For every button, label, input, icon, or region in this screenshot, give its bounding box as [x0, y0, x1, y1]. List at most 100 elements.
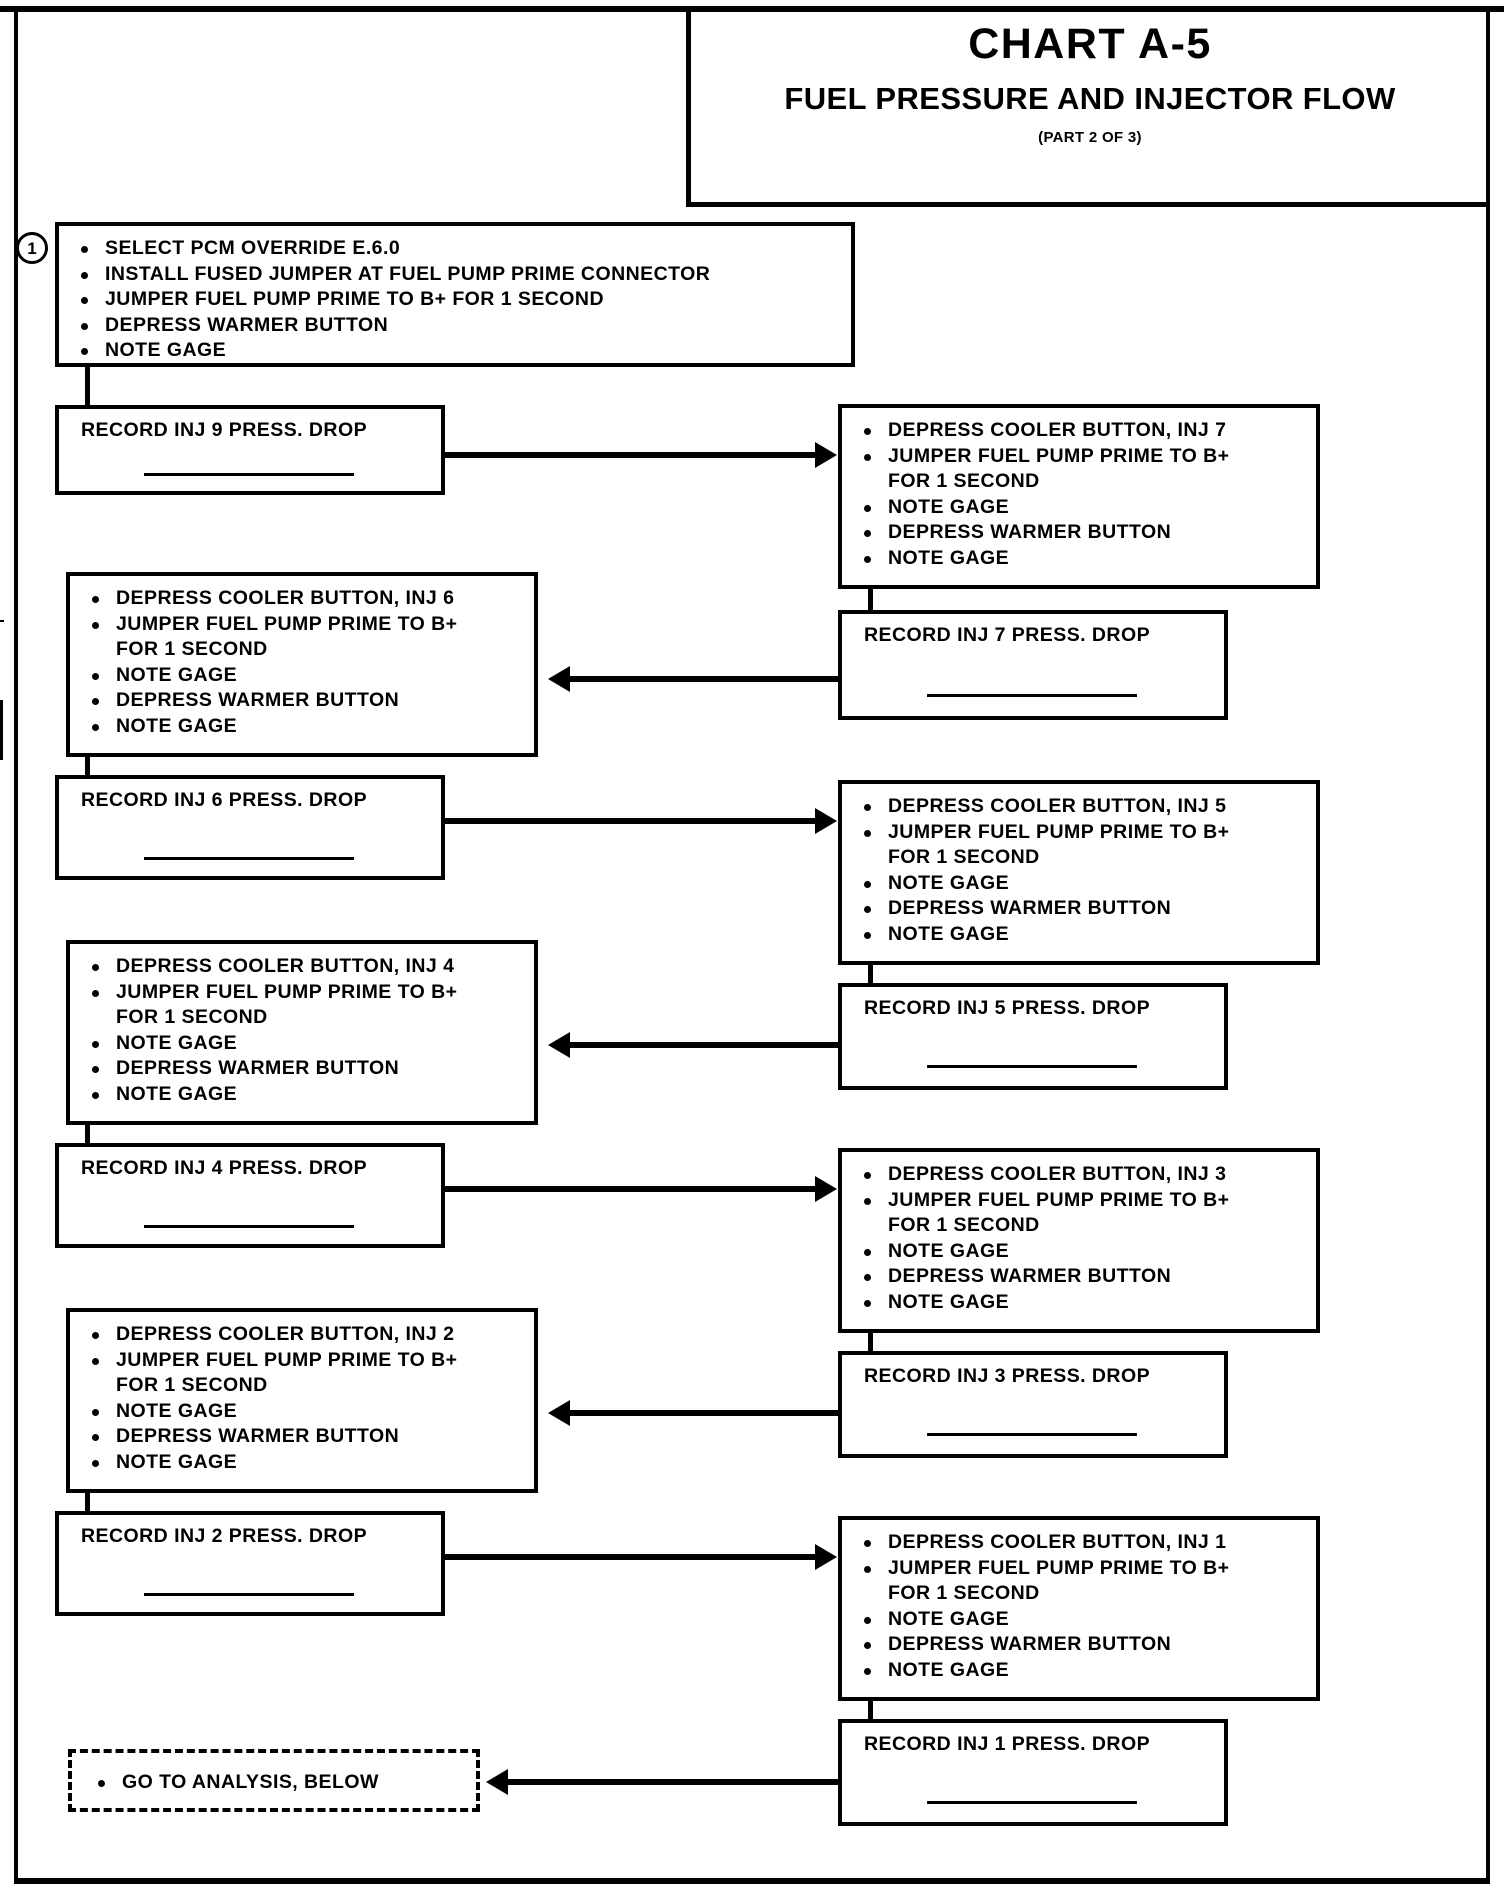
list-item: NOTE GAGE [70, 1399, 534, 1425]
bullet-list: DEPRESS COOLER BUTTON, INJ 1 JUMPER FUEL… [842, 1520, 1316, 1691]
record-label: RECORD INJ 5 PRESS. DROP [864, 997, 1151, 1019]
list-item: NOTE GAGE [842, 922, 1316, 948]
record-box-inj2[interactable]: RECORD INJ 2 PRESS. DROP [55, 1511, 445, 1616]
record-write-line[interactable] [927, 1433, 1137, 1436]
list-item: NOTE GAGE [842, 1290, 1316, 1316]
header-divider-horizontal [686, 202, 1486, 207]
record-box-inj3[interactable]: RECORD INJ 3 PRESS. DROP [838, 1351, 1228, 1458]
record-label: RECORD INJ 9 PRESS. DROP [81, 419, 368, 441]
instruction-box-step1[interactable]: SELECT PCM OVERRIDE E.6.0 INSTALL FUSED … [55, 222, 855, 367]
instruction-box-inj2[interactable]: DEPRESS COOLER BUTTON, INJ 2 JUMPER FUEL… [66, 1308, 538, 1493]
arrowhead-right [815, 808, 837, 834]
connector-inj5-rec5 [868, 965, 873, 987]
bullet-list: DEPRESS COOLER BUTTON, INJ 5 JUMPER FUEL… [842, 784, 1316, 955]
record-label: RECORD INJ 4 PRESS. DROP [81, 1157, 368, 1179]
list-item: DEPRESS WARMER BUTTON [70, 688, 534, 714]
record-box-inj9[interactable]: RECORD INJ 9 PRESS. DROP [55, 405, 445, 495]
list-item: DEPRESS COOLER BUTTON, INJ 1 [842, 1530, 1316, 1556]
record-write-line[interactable] [144, 473, 354, 476]
instruction-box-inj1[interactable]: DEPRESS COOLER BUTTON, INJ 1 JUMPER FUEL… [838, 1516, 1320, 1701]
page-subtitle: FUEL PRESSURE AND INJECTOR FLOW [784, 81, 1396, 117]
list-item-continuation: FOR 1 SECOND [116, 1374, 268, 1396]
list-item: NOTE GAGE [842, 546, 1316, 572]
list-item: SELECT PCM OVERRIDE E.6.0 [59, 236, 851, 262]
connector-rec7-inj6 [570, 676, 840, 682]
connector-inj6-rec6 [85, 757, 90, 779]
connector-inj1-rec1 [868, 1701, 873, 1723]
list-item: JUMPER FUEL PUMP PRIME TO B+ [842, 1556, 1316, 1582]
arrowhead-right [815, 1176, 837, 1202]
record-box-inj5[interactable]: RECORD INJ 5 PRESS. DROP [838, 983, 1228, 1090]
list-item: JUMPER FUEL PUMP PRIME TO B+ [70, 1348, 534, 1374]
list-item-continuation: FOR 1 SECOND [888, 470, 1040, 492]
bullet-list: DEPRESS COOLER BUTTON, INJ 6 JUMPER FUEL… [70, 576, 534, 747]
list-item: NOTE GAGE [842, 1658, 1316, 1684]
record-write-line[interactable] [144, 1225, 354, 1228]
list-item: NOTE GAGE [70, 663, 534, 689]
page-title: CHART A-5 [968, 20, 1212, 68]
list-item: DEPRESS COOLER BUTTON, INJ 3 [842, 1162, 1316, 1188]
record-box-inj6[interactable]: RECORD INJ 6 PRESS. DROP [55, 775, 445, 880]
instruction-box-inj7[interactable]: DEPRESS COOLER BUTTON, INJ 7 JUMPER FUEL… [838, 404, 1320, 589]
arrowhead-left [548, 666, 570, 692]
list-item: JUMPER FUEL PUMP PRIME TO B+ [70, 980, 534, 1006]
list-item: NOTE GAGE [842, 1239, 1316, 1265]
record-write-line[interactable] [927, 1065, 1137, 1068]
record-label: RECORD INJ 2 PRESS. DROP [81, 1525, 368, 1547]
list-item: NOTE GAGE [842, 495, 1316, 521]
edge-tick [0, 700, 3, 760]
connector-rec3-inj2 [570, 1410, 840, 1416]
page-right-frame [1486, 12, 1490, 1880]
header-divider-vertical [686, 8, 691, 206]
record-box-inj4[interactable]: RECORD INJ 4 PRESS. DROP [55, 1143, 445, 1248]
record-write-line[interactable] [144, 1593, 354, 1596]
bullet-list: DEPRESS COOLER BUTTON, INJ 3 JUMPER FUEL… [842, 1152, 1316, 1323]
arrowhead-right [815, 1544, 837, 1570]
record-label: RECORD INJ 3 PRESS. DROP [864, 1365, 1151, 1387]
list-item-continuation: FOR 1 SECOND [116, 638, 268, 660]
instruction-box-inj5[interactable]: DEPRESS COOLER BUTTON, INJ 5 JUMPER FUEL… [838, 780, 1320, 965]
connector-step1-rec9 [85, 367, 90, 409]
list-item: DEPRESS COOLER BUTTON, INJ 5 [842, 794, 1316, 820]
list-item: DEPRESS WARMER BUTTON [59, 313, 851, 339]
list-item: DEPRESS WARMER BUTTON [842, 1632, 1316, 1658]
header-block: CHART A-5 FUEL PRESSURE AND INJECTOR FLO… [700, 20, 1480, 147]
record-write-line[interactable] [927, 1801, 1137, 1804]
record-label: RECORD INJ 6 PRESS. DROP [81, 789, 368, 811]
list-item: JUMPER FUEL PUMP PRIME TO B+ FOR 1 SECON… [59, 287, 851, 313]
record-write-line[interactable] [927, 694, 1137, 697]
connector-inj3-rec3 [868, 1333, 873, 1355]
instruction-box-inj4[interactable]: DEPRESS COOLER BUTTON, INJ 4 JUMPER FUEL… [66, 940, 538, 1125]
instruction-box-inj3[interactable]: DEPRESS COOLER BUTTON, INJ 3 JUMPER FUEL… [838, 1148, 1320, 1333]
list-item: JUMPER FUEL PUMP PRIME TO B+ [842, 820, 1316, 846]
connector-inj4-rec4 [85, 1125, 90, 1147]
record-box-inj7[interactable]: RECORD INJ 7 PRESS. DROP [838, 610, 1228, 720]
connector-rec5-inj4 [570, 1042, 840, 1048]
connector-rec6-inj5 [445, 818, 815, 824]
connector-rec9-inj7 [445, 452, 815, 458]
connector-rec4-inj3 [445, 1186, 815, 1192]
terminal-box-analysis[interactable]: GO TO ANALYSIS, BELOW [68, 1749, 480, 1812]
list-item: DEPRESS WARMER BUTTON [842, 896, 1316, 922]
arrowhead-right [815, 442, 837, 468]
page-part-label: (PART 2 OF 3) [1038, 129, 1142, 147]
bullet-list: SELECT PCM OVERRIDE E.6.0 INSTALL FUSED … [59, 226, 851, 372]
bullet-list: DEPRESS COOLER BUTTON, INJ 4 JUMPER FUEL… [70, 944, 534, 1115]
list-item-continuation: FOR 1 SECOND [888, 1214, 1040, 1236]
list-item: NOTE GAGE [59, 338, 851, 364]
list-item: JUMPER FUEL PUMP PRIME TO B+ [70, 612, 534, 638]
list-item: DEPRESS COOLER BUTTON, INJ 4 [70, 954, 534, 980]
list-item: JUMPER FUEL PUMP PRIME TO B+ [842, 444, 1316, 470]
record-label: RECORD INJ 7 PRESS. DROP [864, 624, 1151, 646]
connector-rec1-analysis [508, 1779, 840, 1785]
step-marker-1: 1 [16, 232, 48, 264]
page-left-frame [14, 12, 18, 1880]
instruction-box-inj6[interactable]: DEPRESS COOLER BUTTON, INJ 6 JUMPER FUEL… [66, 572, 538, 757]
record-box-inj1[interactable]: RECORD INJ 1 PRESS. DROP [838, 1719, 1228, 1826]
list-item: JUMPER FUEL PUMP PRIME TO B+ [842, 1188, 1316, 1214]
record-write-line[interactable] [144, 857, 354, 860]
list-item: NOTE GAGE [70, 1031, 534, 1057]
list-item: NOTE GAGE [842, 1607, 1316, 1633]
record-label: RECORD INJ 1 PRESS. DROP [864, 1733, 1151, 1755]
